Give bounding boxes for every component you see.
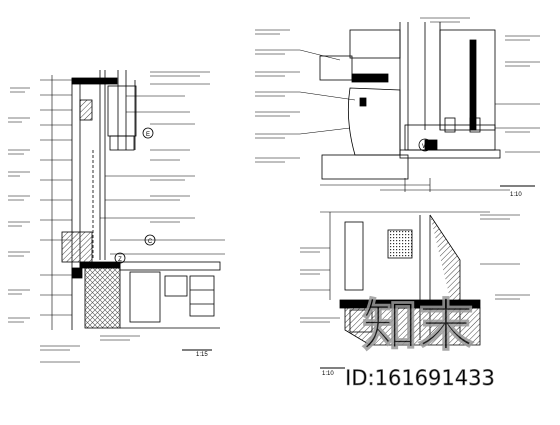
watermark-logo-text: 知末 [362,294,474,357]
detail-top-right [255,17,540,192]
scale-label-bottom-right: 1:10 [322,371,334,377]
scale-label-top-right: 1:10 [510,192,522,198]
marker-e: E [146,132,150,138]
detail-bottom-right [300,211,530,369]
marker-w: W [422,144,428,150]
watermark: 知末 ID:161691433 [345,294,495,391]
marker-c-left: C [148,239,153,245]
scale-label-left: 1:15 [196,352,208,358]
watermark-id-label: ID:161691433 [345,366,495,390]
marker-z: Z [118,257,122,263]
detail-left [8,70,225,363]
